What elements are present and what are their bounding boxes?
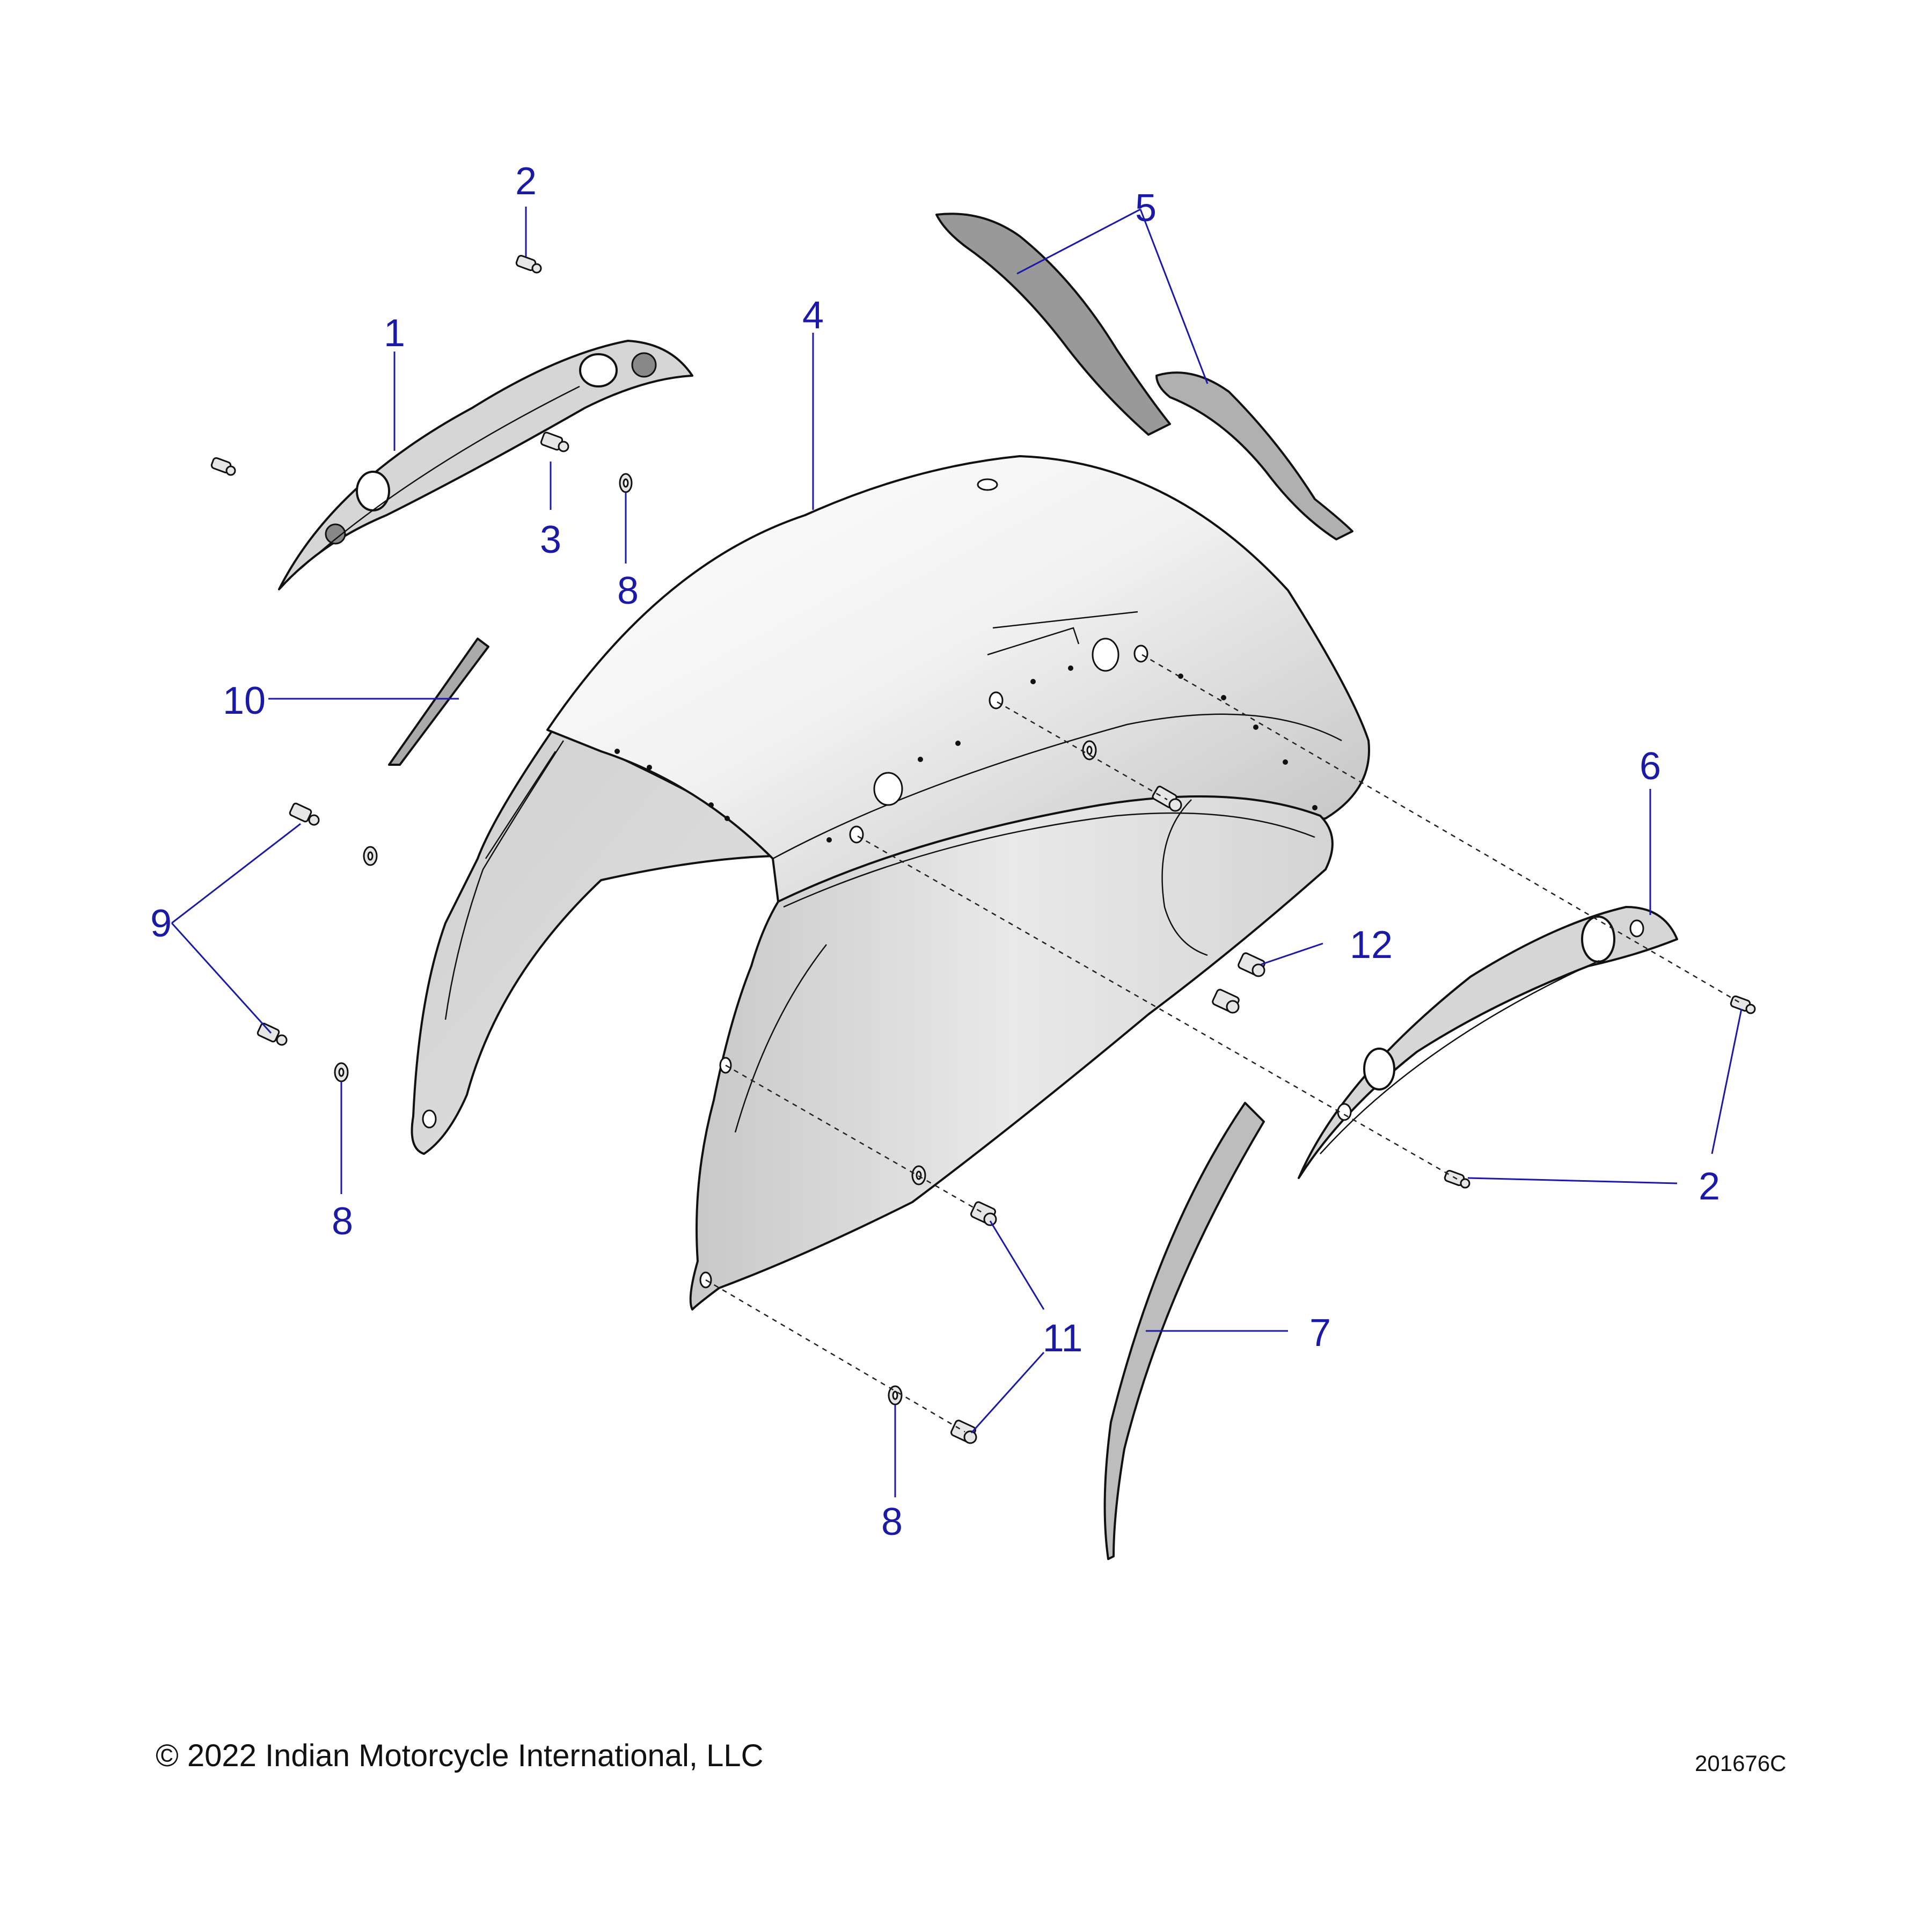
callout-8-left: 8 (332, 1200, 353, 1243)
callout-8-bottom: 8 (881, 1501, 903, 1543)
small-trim-strip (388, 638, 489, 766)
callout-6: 6 (1640, 745, 1661, 788)
screw-2-right-upper (1730, 995, 1756, 1014)
callout-labels: 2 1 3 8 4 5 6 10 9 8 12 2 7 11 8 (150, 160, 1720, 1543)
washer-8-bottom (888, 1385, 903, 1406)
callout-12: 12 (1350, 924, 1393, 967)
washer-8-left (334, 1062, 349, 1082)
callout-5: 5 (1135, 187, 1157, 230)
trim-rail-right (1298, 906, 1678, 1179)
top-trim-strips (935, 213, 1353, 540)
drawing-number: 201676C (1695, 1751, 1787, 1776)
copyright-notice: © 2022 Indian Motorcycle International, … (156, 1738, 764, 1773)
bolt-11-lower (950, 1419, 977, 1444)
callout-7: 7 (1309, 1312, 1331, 1355)
callout-10: 10 (223, 679, 266, 722)
bolt-3 (540, 431, 569, 452)
nut-12-lower (1212, 989, 1240, 1014)
callout-2-right: 2 (1699, 1165, 1720, 1208)
washer-8-top (619, 473, 633, 493)
callout-9: 9 (150, 902, 172, 945)
screw-2-top (515, 254, 542, 274)
long-trim-strip (1103, 1102, 1265, 1560)
bolt-center (1152, 786, 1182, 812)
callout-3: 3 (540, 518, 561, 561)
washer-11-upper (911, 1165, 926, 1185)
callout-4: 4 (802, 294, 824, 337)
fastener-9-upper (289, 802, 320, 826)
fasteners (210, 254, 1756, 1444)
callout-1: 1 (384, 312, 405, 355)
bolt-11-upper (970, 1201, 997, 1226)
callout-11: 11 (1043, 1317, 1083, 1360)
callout-2-top: 2 (515, 160, 537, 203)
trim-rail-left (278, 340, 693, 590)
screw-left-rail (210, 457, 236, 476)
alignment-lines (705, 654, 1742, 1433)
washer-center (1082, 740, 1097, 760)
washer-9-mid (363, 846, 378, 866)
nut-12-upper (1238, 952, 1265, 977)
fastener-9-lower (257, 1022, 288, 1046)
leader-lines (171, 207, 1743, 1497)
callout-8-top: 8 (617, 569, 639, 612)
